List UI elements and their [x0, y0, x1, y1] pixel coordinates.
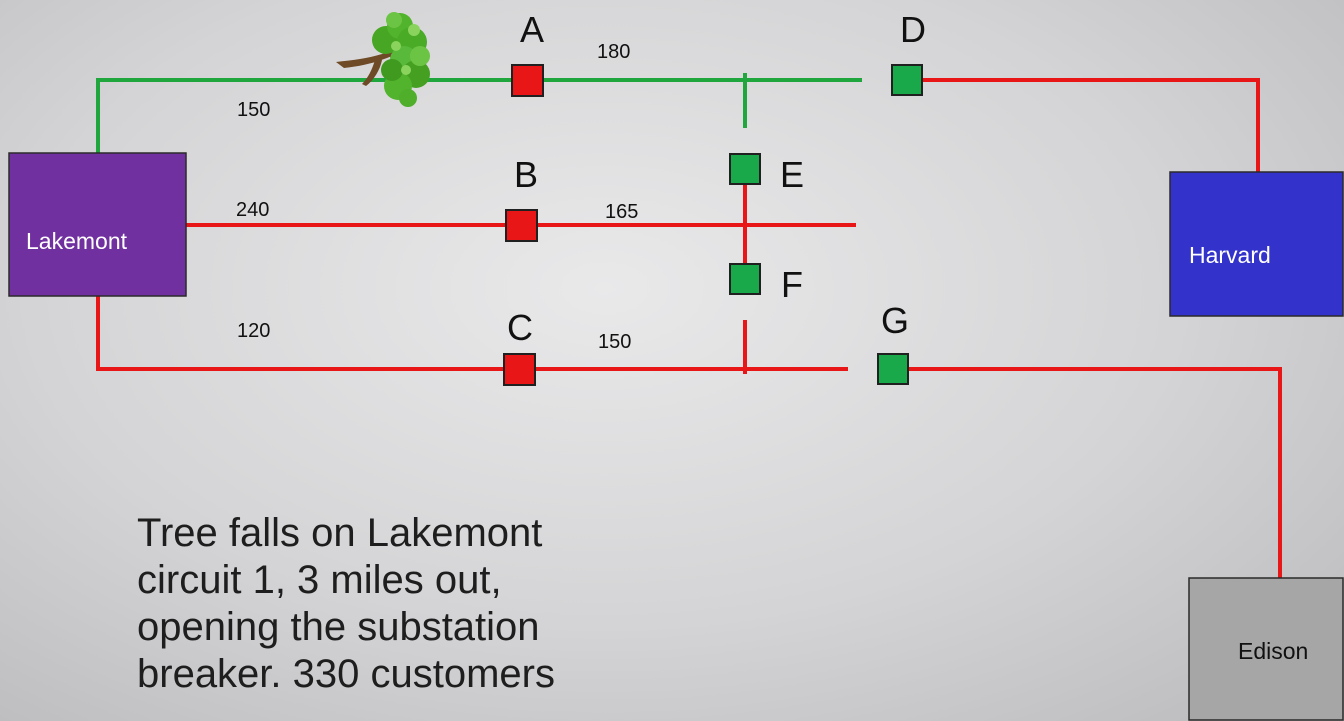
harvard-substation: Harvard — [1169, 171, 1344, 317]
segment-a-left-label: 150 — [237, 99, 270, 121]
switches — [503, 64, 923, 386]
caption-line-4: breaker. 330 customers — [137, 652, 555, 696]
switch-e-label: E — [780, 154, 804, 195]
switch-g-label: G — [881, 300, 909, 341]
switch-c — [503, 353, 536, 386]
segment-c-left-label: 120 — [237, 320, 270, 342]
energized-lines — [96, 78, 1282, 578]
switch-d-label: D — [900, 9, 926, 50]
edison-feeder-line — [905, 367, 1282, 578]
caption-line-3: opening the substation — [137, 605, 540, 649]
switch-a-label: A — [520, 9, 544, 50]
switch-c-label: C — [507, 307, 533, 348]
tree-icon — [336, 12, 430, 107]
switch-g — [877, 353, 909, 385]
edison-box — [1188, 577, 1344, 721]
switch-d — [891, 64, 923, 96]
switch-b-label: B — [514, 154, 538, 195]
lakemont-box — [8, 152, 187, 297]
edison-label: Edison — [1238, 638, 1308, 664]
harvard-label: Harvard — [1189, 242, 1271, 268]
switch-a — [511, 64, 544, 97]
circuit-1-lines — [96, 73, 862, 153]
segment-b-right-label: 165 — [605, 201, 638, 223]
circuit-1-line — [96, 78, 862, 153]
switch-f-label: F — [781, 264, 803, 305]
scenario-caption: Tree falls on Lakemont circuit 1, 3 mile… — [137, 510, 697, 698]
caption-line-2: circuit 1, 3 miles out, — [137, 558, 502, 602]
switch-b — [505, 209, 538, 242]
segment-c-right-label: 150 — [598, 331, 631, 353]
switch-e — [729, 153, 761, 185]
lakemont-substation: Lakemont — [8, 152, 187, 297]
switch-f — [729, 263, 761, 295]
segment-a-right-label: 180 — [597, 41, 630, 63]
edison-substation: Edison — [1188, 577, 1344, 721]
harvard-feeder-line — [905, 78, 1260, 172]
caption-line-1: Tree falls on Lakemont — [137, 511, 543, 555]
circuit-3-line — [96, 296, 848, 371]
harvard-box — [1169, 171, 1344, 317]
lakemont-label: Lakemont — [26, 228, 128, 254]
segment-b-left-label: 240 — [236, 199, 269, 221]
